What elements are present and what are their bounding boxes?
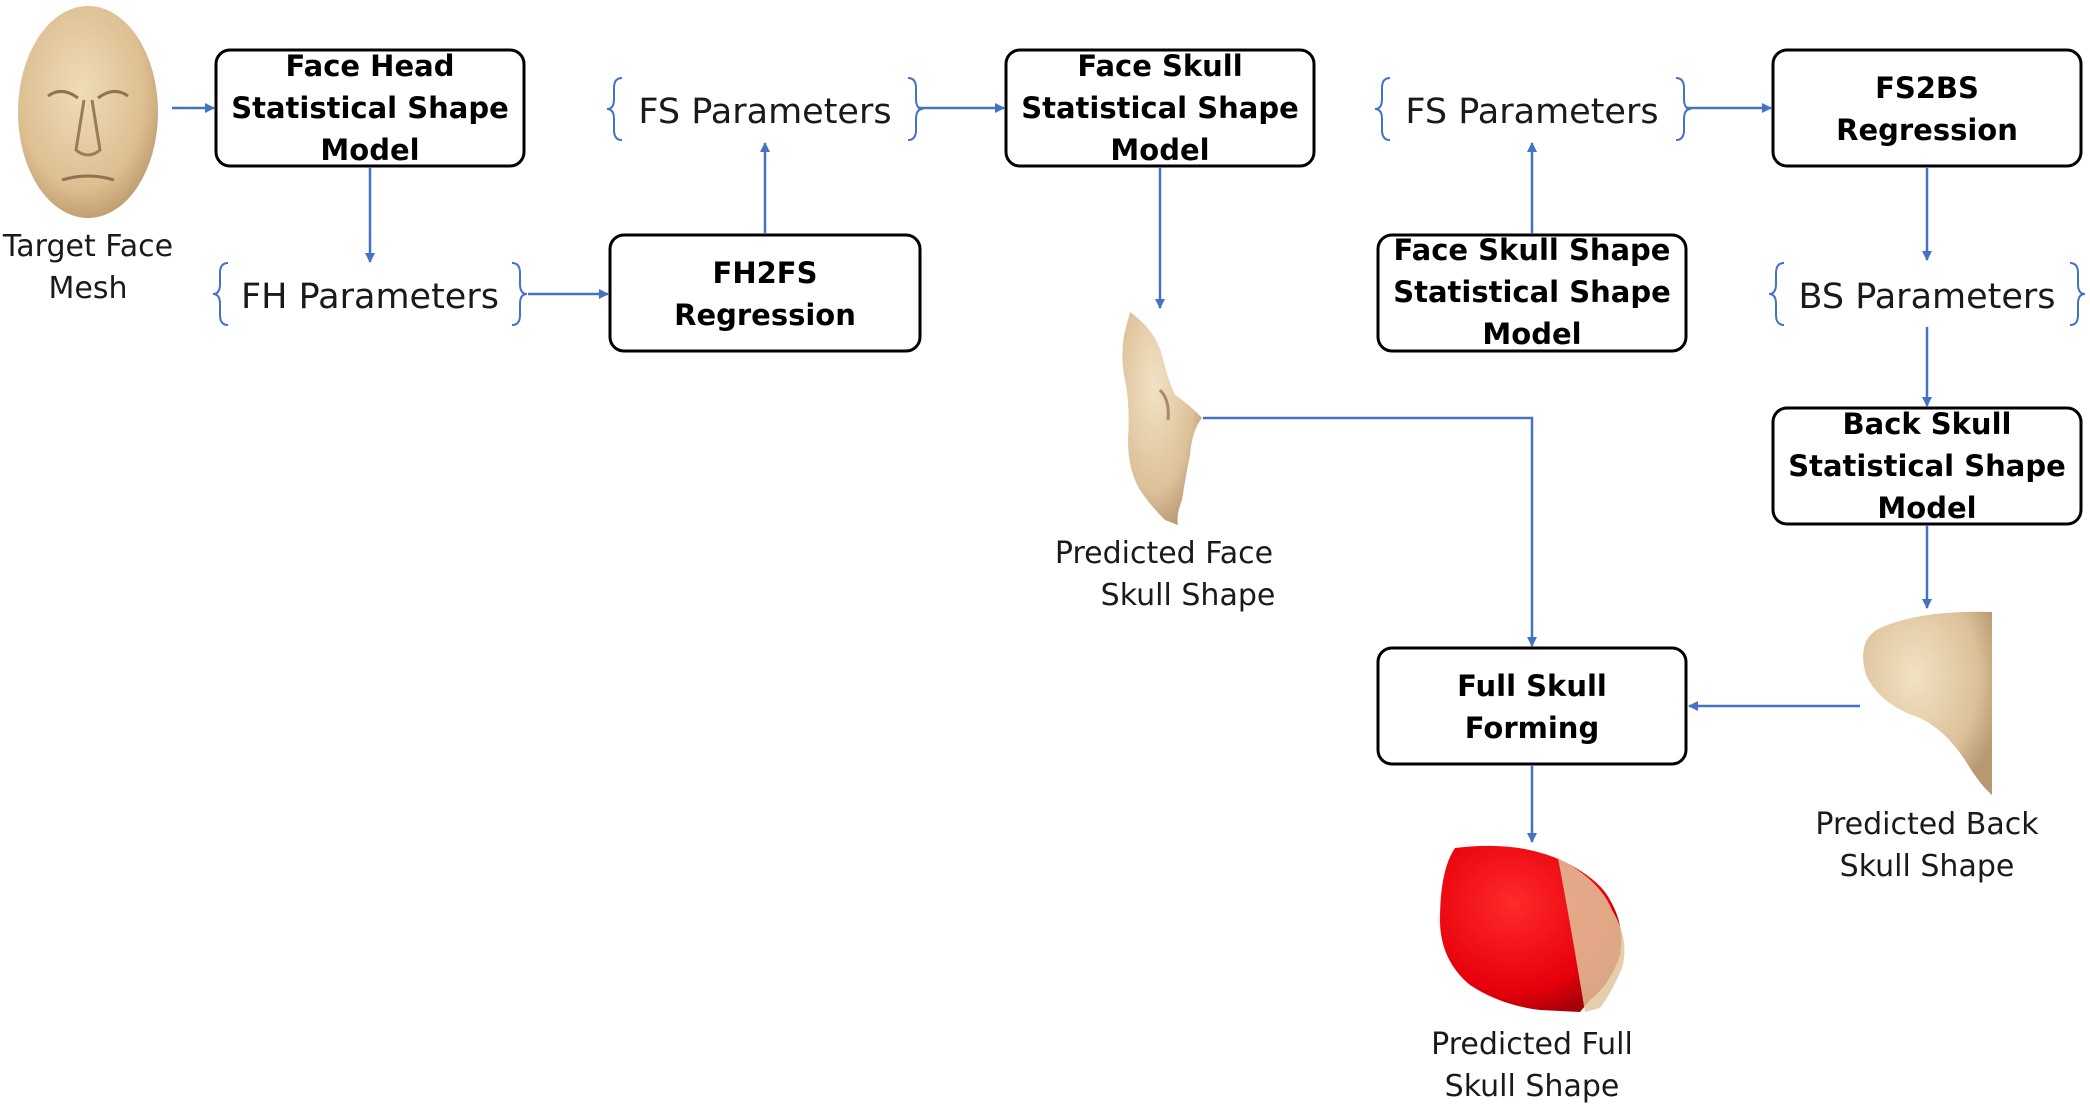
box-fh2fs-regression: FH2FS Regression <box>608 233 922 353</box>
box-line: Regression <box>1836 113 2018 147</box>
box-line: Regression <box>674 298 856 332</box>
caption-line: Mesh <box>49 271 128 306</box>
param-fs-2-label: FS Parameters <box>1405 92 1658 132</box>
box-line: FS2BS <box>1875 71 1979 105</box>
caption-line: Skull Shape <box>1840 849 2015 884</box>
box-line: Face Skull Shape <box>1394 233 1671 267</box>
param-fh-label: FH Parameters <box>241 277 499 317</box>
caption-line: Target Face <box>2 229 173 264</box>
box-line: Face Skull <box>1077 49 1242 83</box>
param-fs-1: FS Parameters <box>606 77 924 141</box>
predicted-face-skull-image <box>1122 312 1202 525</box>
box-line: Face Head <box>286 49 455 83</box>
box-line: Model <box>1110 133 1209 167</box>
box-line: Statistical Shape <box>1788 449 2066 483</box>
caption-line: Predicted Full <box>1431 1027 1633 1062</box>
param-fs-2: FS Parameters <box>1374 77 1692 141</box>
box-line: Statistical Shape <box>231 91 509 125</box>
param-fh: FH Parameters <box>212 262 528 326</box>
box-line: Model <box>1877 491 1976 525</box>
arrow-faceskull-to-fullskull <box>1203 416 1537 647</box>
predicted-full-skull-image <box>1437 845 1625 1012</box>
box-line: Statistical Shape <box>1393 275 1671 309</box>
box-line: FH2FS <box>713 256 818 290</box>
param-bs-label: BS Parameters <box>1798 277 2055 317</box>
box-line: Forming <box>1465 711 1599 745</box>
box-line: Model <box>320 133 419 167</box>
target-face-mesh-image <box>18 6 158 218</box>
caption-line: Skull Shape <box>1445 1069 1620 1104</box>
box-line: Statistical Shape <box>1021 91 1299 125</box>
box-line: Back Skull <box>1843 407 2012 441</box>
box-line: Model <box>1482 317 1581 351</box>
caption-line: Predicted Back <box>1815 807 2039 842</box>
box-fs2bs-regression: FS2BS Regression <box>1771 48 2083 168</box>
caption-line: Predicted Face <box>1055 536 1273 571</box>
caption-line: Skull Shape <box>1101 578 1276 613</box>
predicted-back-skull-image <box>1863 611 1992 795</box>
box-line: Full Skull <box>1457 669 1607 703</box>
param-bs: BS Parameters <box>1768 262 2086 326</box>
param-fs-1-label: FS Parameters <box>638 92 891 132</box>
